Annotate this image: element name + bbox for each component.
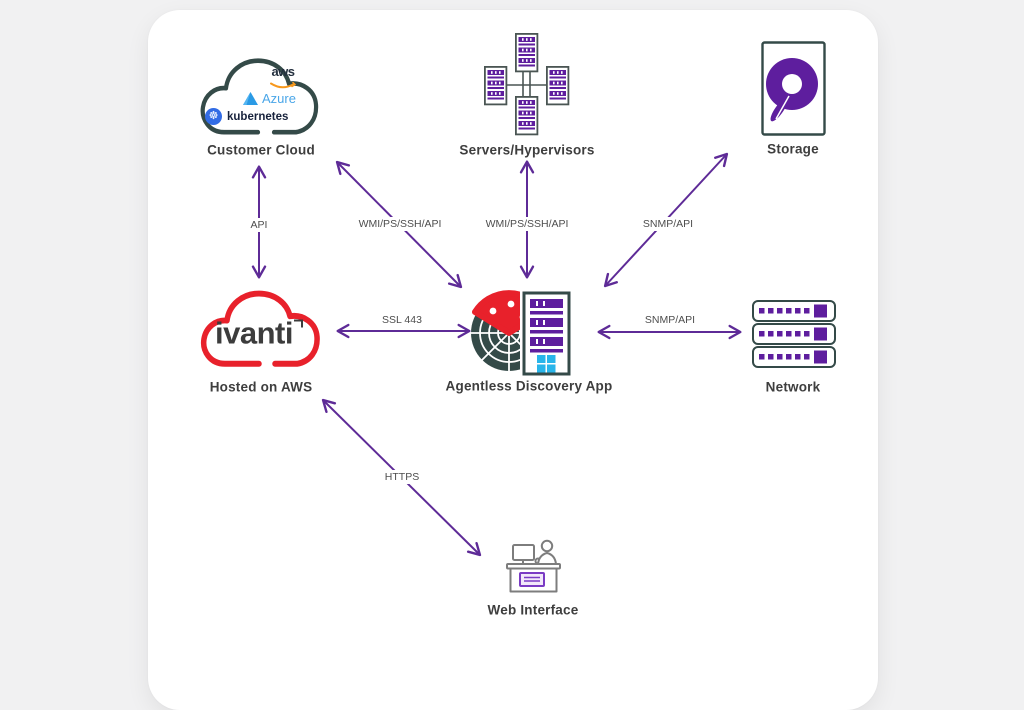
windows-logo-icon bbox=[537, 355, 556, 373]
server-tower-left bbox=[483, 66, 508, 106]
diagram-canvas bbox=[200, 33, 836, 593]
ivanti-logo-text: ivanti bbox=[215, 315, 293, 351]
node-label-storage: Storage bbox=[767, 141, 819, 157]
node-label-agentless-discovery-app: Agentless Discovery App bbox=[445, 378, 613, 394]
edge-label-wmi-customer-cloud: WMI/PS/SSH/API bbox=[353, 217, 447, 231]
kubernetes-logo: ☸ kubernetes bbox=[205, 108, 288, 125]
servers-hypervisors-icon bbox=[483, 33, 570, 136]
storage-icon bbox=[761, 41, 826, 136]
azure-triangle-icon bbox=[243, 92, 258, 105]
node-label-web-interface: Web Interface bbox=[487, 602, 579, 618]
node-label-hosted-on-aws: Hosted on AWS bbox=[209, 379, 313, 395]
customer-cloud-icon bbox=[200, 58, 319, 135]
edge-label-ssl-443: SSL 443 bbox=[377, 313, 427, 327]
network-icon bbox=[752, 300, 836, 368]
server-tower-right bbox=[546, 66, 570, 106]
azure-logo-text: Azure bbox=[262, 91, 296, 106]
edge-label-wmi-servers: WMI/PS/SSH/API bbox=[480, 217, 574, 231]
kubernetes-wheel-icon: ☸ bbox=[205, 108, 222, 125]
azure-logo: Azure bbox=[243, 91, 296, 106]
aws-smile-icon bbox=[270, 81, 297, 89]
ivanti-flag-icon bbox=[293, 319, 303, 328]
kubernetes-logo-text: kubernetes bbox=[227, 110, 289, 123]
aws-logo: aws bbox=[270, 64, 297, 95]
server-tower-bottom bbox=[515, 96, 539, 136]
node-label-customer-cloud: Customer Cloud bbox=[207, 142, 315, 158]
server-tower-top bbox=[515, 33, 539, 73]
web-interface-icon bbox=[506, 539, 561, 593]
ivanti-logo: ivanti bbox=[215, 318, 303, 349]
ivanti-cloud-icon bbox=[200, 290, 320, 367]
person-icon bbox=[540, 539, 554, 553]
edge-label-snmp-storage: SNMP/API bbox=[637, 217, 699, 231]
aws-logo-text: aws bbox=[271, 64, 295, 79]
edge-label-snmp-network: SNMP/API bbox=[639, 313, 701, 327]
edge-label-https: HTTPS bbox=[379, 470, 425, 484]
node-label-servers-hypervisors: Servers/Hypervisors bbox=[459, 142, 595, 158]
node-label-network: Network bbox=[765, 379, 821, 395]
discovery-app-icon bbox=[471, 289, 573, 378]
edge-label-api: API bbox=[245, 218, 273, 232]
